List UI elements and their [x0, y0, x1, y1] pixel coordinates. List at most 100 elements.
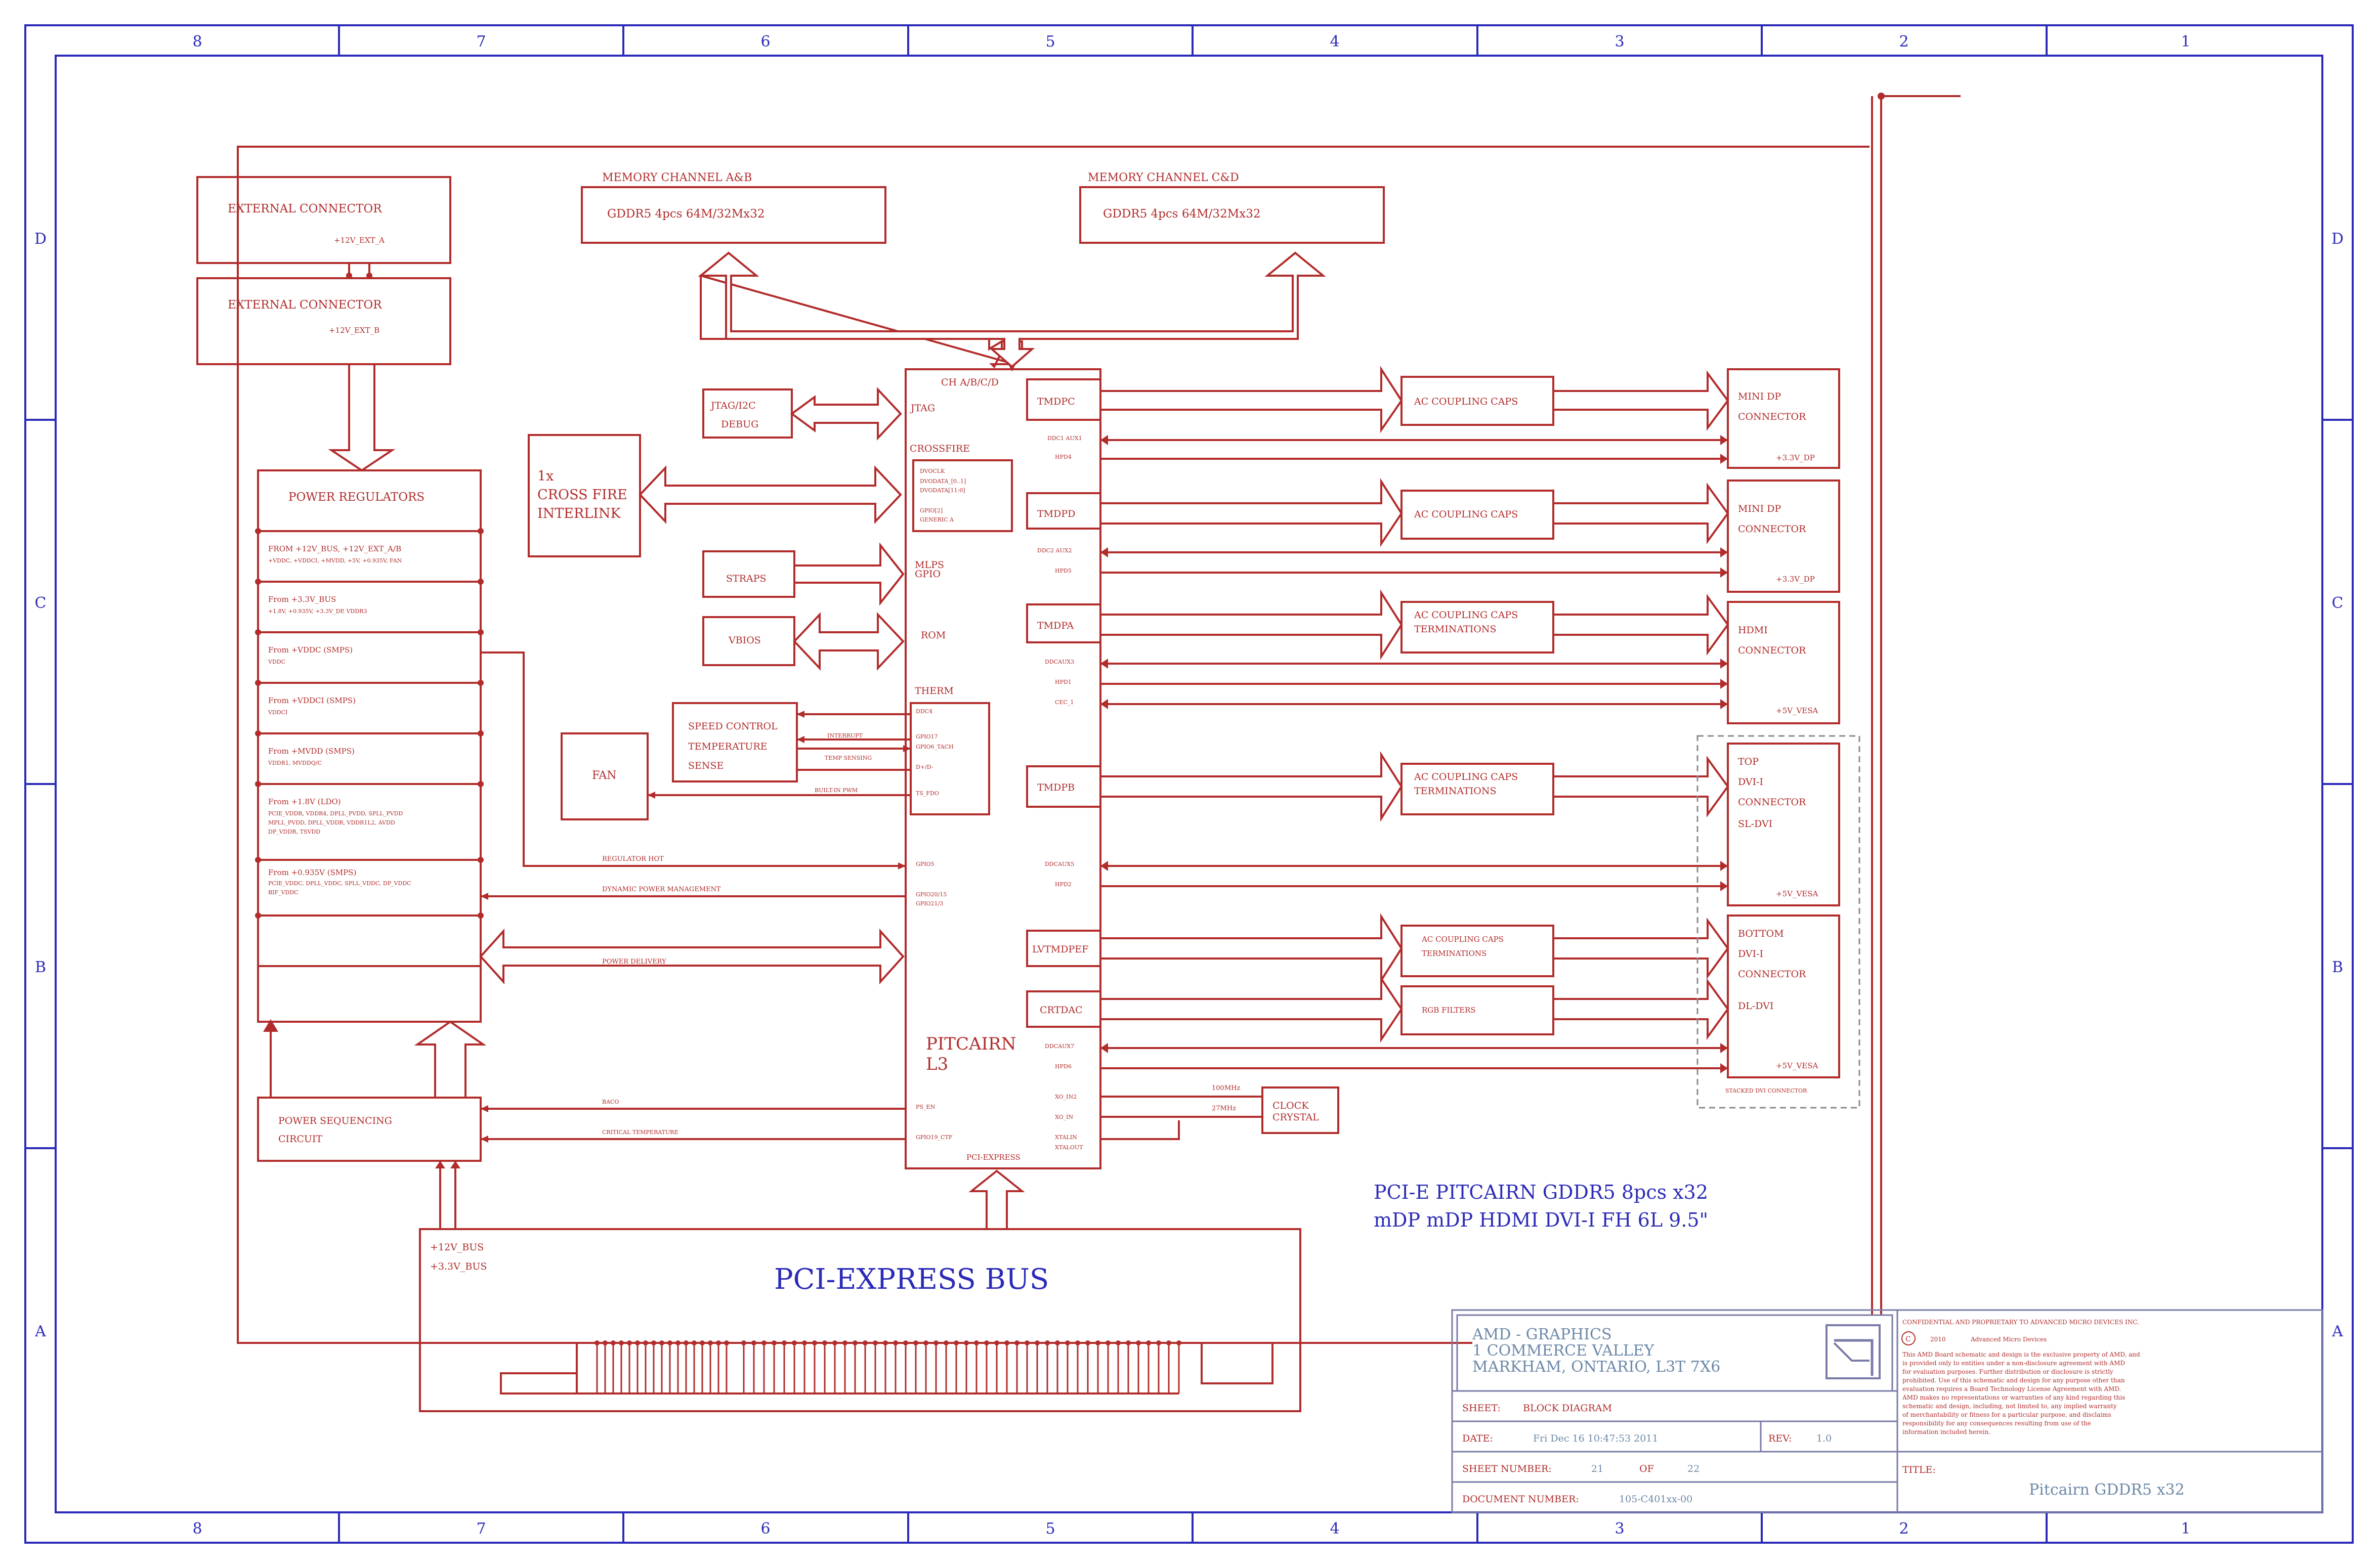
regulator-row-sub: DP_VDDR, TSVDD: [268, 829, 320, 835]
edge-finger-node: [667, 1340, 672, 1345]
stacked-dvi-label: STACKED DVI CONNECTOR: [1725, 1087, 1807, 1094]
regulator-row-head: FROM +12V_BUS, +12V_EXT_A/B: [268, 544, 401, 553]
regulator-row-head: From +0.935V (SMPS): [268, 868, 356, 877]
board-title-line2: mDP mDP HDMI DVI-I FH 6L 9.5": [1374, 1209, 1708, 1231]
legal-line: for evaluation purposes. Further distrib…: [1902, 1368, 2113, 1375]
pcie-bus-title: PCI-EXPRESS BUS: [774, 1263, 1049, 1296]
regulator-row-head: From +MVDD (SMPS): [268, 747, 355, 756]
edge-finger-node: [1126, 1340, 1131, 1345]
power-regulators-title: POWER REGULATORS: [288, 491, 424, 504]
power-sequencing-block: POWER SEQUENCING CIRCUIT: [257, 1097, 482, 1162]
jtag-label: JTAG/I2C: [710, 400, 756, 411]
right-pin: HPD4: [1055, 454, 1072, 460]
therm-pin: TS_FDO: [916, 790, 939, 797]
pin-rom: ROM: [921, 630, 946, 641]
pin-therm: THERM: [915, 685, 954, 696]
edge-finger-node: [1095, 1340, 1100, 1345]
therm-pin: DDC4: [916, 708, 932, 715]
col-label: 5: [1045, 33, 1055, 51]
confidential-text: CONFIDENTIAL AND PROPRIETARY TO ADVANCED…: [1902, 1319, 2139, 1326]
edge-finger-node: [853, 1340, 858, 1345]
row-label: D: [34, 230, 47, 248]
edge-finger-node: [1146, 1340, 1151, 1345]
edge-finger-node: [903, 1340, 908, 1345]
right-pin: XTALOUT: [1055, 1144, 1083, 1151]
pcie-bus-block: +12V_BUS +3.3V_BUS PCI-EXPRESS BUS: [419, 1228, 1301, 1412]
pin-mlps: MLPS: [915, 559, 944, 571]
col-label: 3: [1615, 1520, 1624, 1538]
gpu-pitcairn: CH A/B/C/D PITCAIRN L3 PCI-EXPRESS JTAG …: [905, 368, 1101, 1169]
edge-finger-node: [954, 1340, 959, 1345]
edge-finger-node: [974, 1340, 979, 1345]
edge-finger-node: [619, 1340, 624, 1345]
title-label: TITLE:: [1902, 1464, 1936, 1475]
pwm-label: BUILT-IN PWM: [815, 787, 858, 794]
clk-100-label: 100MHz: [1212, 1084, 1240, 1092]
edge-finger-node: [1035, 1340, 1040, 1345]
regulator-row-sub: VDDC: [268, 659, 285, 665]
legal-line: This AMD Board schematic and design is t…: [1902, 1351, 2140, 1358]
power-delivery-arrow: [479, 928, 905, 985]
gpu-variant: L3: [926, 1054, 948, 1074]
speed-control-line1: SPEED CONTROL: [688, 721, 778, 732]
bottom-dvi-line: BOTTOM: [1738, 928, 1784, 939]
row-label: D: [2331, 230, 2344, 248]
power-regulators-block: POWER REGULATORS FROM +12V_BUS, +12V_EXT…: [255, 469, 484, 1023]
top-dvi-line: DVI-I: [1738, 776, 1763, 788]
mdp2-rail: +3.3V_DP: [1776, 575, 1815, 584]
speed-control-block: SPEED CONTROL TEMPERATURE SENSE: [672, 702, 798, 782]
edge-finger-node: [684, 1340, 689, 1345]
regulator-row-head: From +VDDCI (SMPS): [268, 696, 356, 705]
top-dvi-line: SL-DVI: [1738, 818, 1772, 830]
copyright-icon: [1901, 1331, 1916, 1345]
straps-arrow: [793, 542, 905, 606]
crossfire-arrow: [639, 465, 902, 525]
baco-label: BACO: [602, 1099, 619, 1105]
reg-hot-label: REGULATOR HOT: [602, 855, 664, 863]
vbios-label: VBIOS: [728, 635, 761, 646]
top-dvi-connector: TOP DVI-I CONNECTOR SL-DVI +5V_VESA: [1727, 743, 1840, 906]
edge-finger-node: [635, 1340, 640, 1345]
display-path-mdp2: AC COUPLING CAPS: [1099, 478, 1729, 578]
edge-finger-node: [933, 1340, 939, 1345]
vbios-arrow: [793, 612, 905, 671]
hdmi-connector: HDMI CONNECTOR +5V_VESA: [1727, 601, 1840, 724]
cap-c4-line2: TERMINATIONS: [1414, 786, 1497, 797]
edge-finger-node: [944, 1340, 949, 1345]
edge-finger-node: [893, 1340, 898, 1345]
mdp1-line1: MINI DP: [1738, 391, 1781, 402]
pcie-edge-fingers: [594, 1340, 1181, 1393]
row-label: A: [34, 1323, 46, 1340]
pin-tmdpa: TMDPA: [1037, 620, 1074, 631]
power-seq-line2: CIRCUIT: [278, 1134, 322, 1145]
pin-gpio5: GPIO5: [916, 861, 935, 867]
right-pin: HPD1: [1055, 679, 1072, 685]
display-path-top-dvi: AC COUPLING CAPS TERMINATIONS: [1099, 751, 1729, 891]
edge-finger-node: [812, 1340, 817, 1345]
power-seq-line1: POWER SEQUENCING: [278, 1115, 392, 1126]
cap-c3-line2: TERMINATIONS: [1414, 624, 1497, 635]
row-label: C: [2332, 594, 2344, 612]
ground-wires: [237, 93, 1961, 1344]
title-block: AMD - GRAPHICS 1 COMMERCE VALLEY MARKHAM…: [1451, 1309, 2323, 1513]
regulator-row-sub: MPLL_PVDD, DPLL_VDDR, VDDR1L2, AVDD: [268, 819, 395, 826]
cf-pin: DVODATA_[0..1]: [920, 478, 966, 485]
ext-b-title: EXTERNAL CONNECTOR: [228, 298, 382, 312]
regulator-row-sub: BIF_VDDC: [268, 889, 299, 896]
legal-line: evaluation requires a Board Technology L…: [1902, 1385, 2121, 1392]
pin-gpio: GPIO: [915, 569, 941, 580]
ext-a-net: +12V_EXT_A: [334, 236, 385, 245]
edge-finger-node: [700, 1340, 705, 1345]
edge-finger-node: [741, 1340, 746, 1345]
edge-finger-node: [603, 1340, 608, 1345]
edge-finger-node: [832, 1340, 837, 1345]
legal-line: is provided only to entities under a non…: [1902, 1360, 2125, 1367]
col-label: 4: [1330, 1520, 1339, 1538]
right-pin: XO_IN: [1055, 1114, 1074, 1120]
col-label: 1: [2181, 33, 2190, 51]
right-pin: DDCAUX7: [1045, 1043, 1074, 1050]
pin-gpio-dpm: GPIO20/15: [916, 891, 947, 898]
mdp1-line2: CONNECTOR: [1738, 411, 1806, 422]
memory-channel-cd: MEMORY CHANNEL C&D GDDR5 4pcs 64M/32Mx32: [1079, 171, 1385, 244]
bottom-dvi-connector: BOTTOM DVI-I CONNECTOR DL-DVI +5V_VESA: [1727, 914, 1840, 1078]
